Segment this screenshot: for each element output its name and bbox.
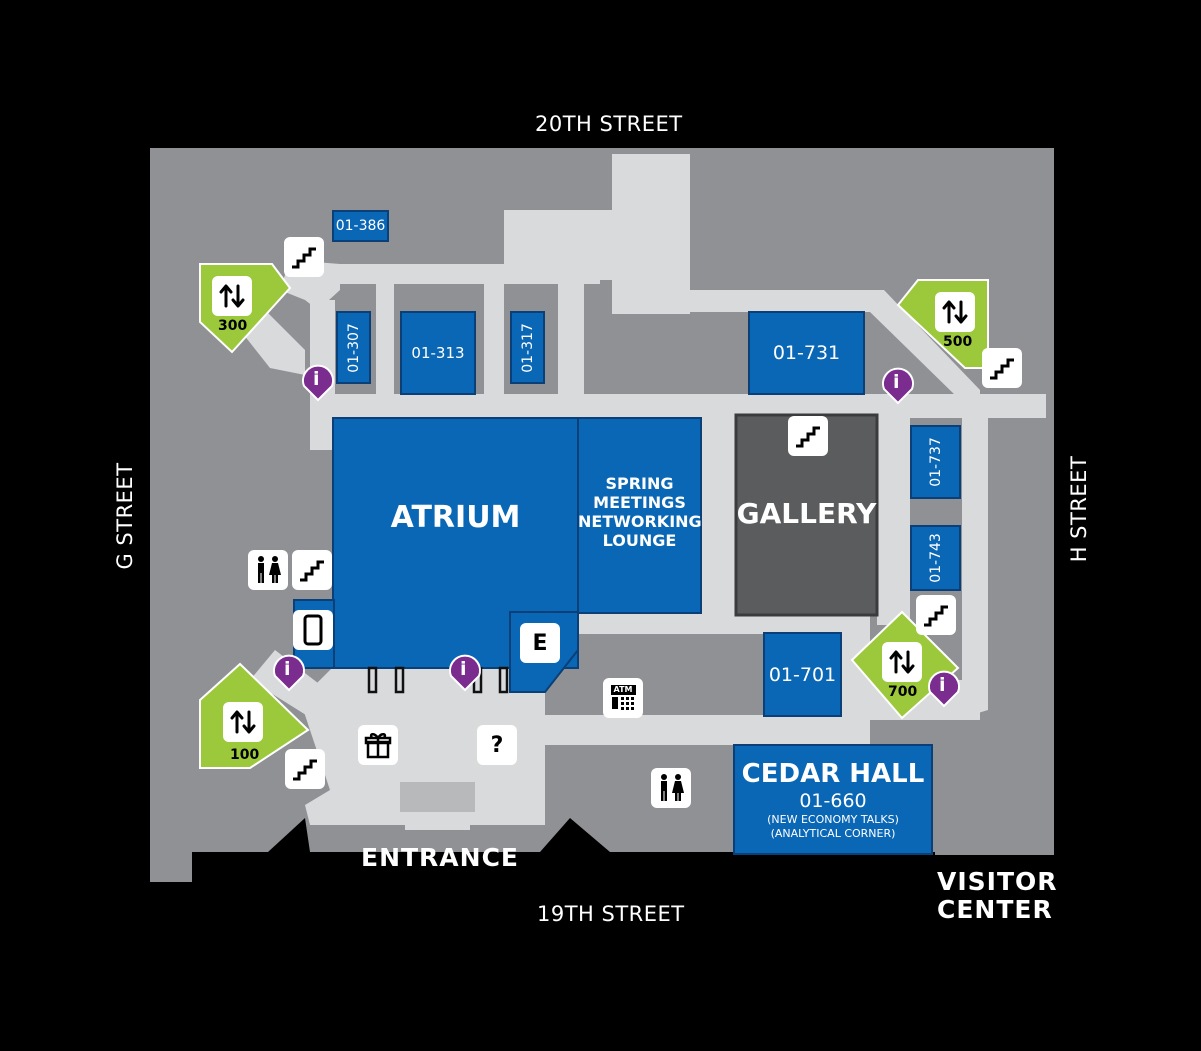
elevator-300-number: 300: [218, 318, 248, 334]
atm-text: ATM: [610, 685, 636, 695]
cedar-hall-sub-1: (NEW ECONOMY TALKS): [767, 812, 899, 826]
room-label: 01-313: [411, 344, 465, 362]
elevator-700-icon[interactable]: [882, 642, 922, 682]
stairs-icon[interactable]: [982, 348, 1022, 388]
help-glyph: ?: [490, 732, 504, 758]
info-icon[interactable]: i: [893, 371, 900, 393]
info-icon[interactable]: i: [313, 368, 320, 390]
lounge-room: [577, 417, 702, 614]
lounge-label[interactable]: SPRING MEETINGS NETWORKING LOUNGE: [578, 474, 702, 550]
restroom-icon[interactable]: [248, 550, 288, 590]
cedar-hall-title: CEDAR HALL: [741, 758, 925, 789]
room-01-386[interactable]: 01-386: [332, 210, 389, 242]
elevator-500-icon[interactable]: [935, 292, 975, 332]
stairs-icon[interactable]: [916, 595, 956, 635]
room-label: 01-731: [772, 342, 841, 364]
elevator-500-number: 500: [943, 334, 973, 350]
info-pin-4: [449, 654, 481, 692]
info-pin-3: [273, 654, 305, 692]
street-west: G STREET: [113, 462, 137, 570]
elevator-100-number: 100: [230, 747, 260, 763]
room-label: 01-307: [345, 322, 362, 373]
lounge-line-3: NETWORKING: [578, 512, 702, 531]
room-01-307[interactable]: 01-307: [336, 311, 371, 384]
info-pins: [273, 364, 960, 708]
atm-icon[interactable]: ATM: [603, 678, 643, 718]
elevator-e-letter: E: [532, 630, 548, 656]
room-label: 01-743: [927, 533, 944, 583]
street-south: 19TH STREET: [537, 902, 685, 926]
stairs-icon[interactable]: [788, 416, 828, 456]
street-east: H STREET: [1067, 455, 1091, 563]
stairs-icon[interactable]: [284, 237, 324, 277]
lounge-line-2: MEETINGS: [593, 493, 686, 512]
elevator-300-icon[interactable]: [212, 276, 252, 316]
lounge-line-4: LOUNGE: [602, 531, 677, 550]
room-01-737[interactable]: 01-737: [910, 425, 961, 499]
elevator-700-number: 700: [888, 684, 918, 700]
atrium-label[interactable]: ATRIUM: [390, 500, 521, 535]
entrance-label: ENTRANCE: [361, 843, 519, 872]
room-01-313[interactable]: 01-313: [400, 311, 476, 395]
room-label: 01-386: [335, 218, 386, 234]
elevator-100-icon[interactable]: [223, 702, 263, 742]
stairs-icon[interactable]: [285, 749, 325, 789]
info-icon[interactable]: i: [284, 658, 291, 680]
visitor-center-label-line1: VISITOR: [937, 867, 1058, 896]
room-01-701[interactable]: 01-701: [763, 632, 842, 717]
room-01-317[interactable]: 01-317: [510, 311, 545, 384]
room-01-731[interactable]: 01-731: [748, 311, 865, 395]
visitor-center-label-line2: CENTER: [937, 895, 1053, 924]
info-icon[interactable]: i: [460, 658, 467, 680]
street-north: 20TH STREET: [535, 112, 683, 136]
cedar-hall-sub-2: (ANALYTICAL CORNER): [770, 826, 896, 840]
info-pin-1: [302, 364, 334, 402]
room-label: 01-737: [927, 437, 944, 487]
elevator-e-icon[interactable]: E: [520, 623, 560, 663]
stairs-icon[interactable]: [292, 550, 332, 590]
room-label: 01-701: [768, 663, 837, 686]
help-desk-icon[interactable]: ?: [477, 725, 517, 765]
info-icon[interactable]: i: [939, 674, 946, 696]
gift-shop-icon[interactable]: [358, 725, 398, 765]
restroom-icon[interactable]: [651, 768, 691, 808]
gallery-label[interactable]: GALLERY: [736, 497, 877, 530]
cedar-hall-number: 01-660: [799, 789, 867, 812]
lounge-line-1: SPRING: [605, 474, 674, 493]
info-pin-2: [882, 367, 914, 405]
phone-charging-icon[interactable]: [293, 610, 333, 650]
room-01-743[interactable]: 01-743: [910, 525, 961, 591]
entrance-recess: [400, 782, 475, 812]
room-label: 01-317: [519, 322, 536, 373]
info-pin-5: [928, 670, 960, 708]
cedar-hall[interactable]: CEDAR HALL 01-660 (NEW ECONOMY TALKS) (A…: [733, 744, 933, 855]
